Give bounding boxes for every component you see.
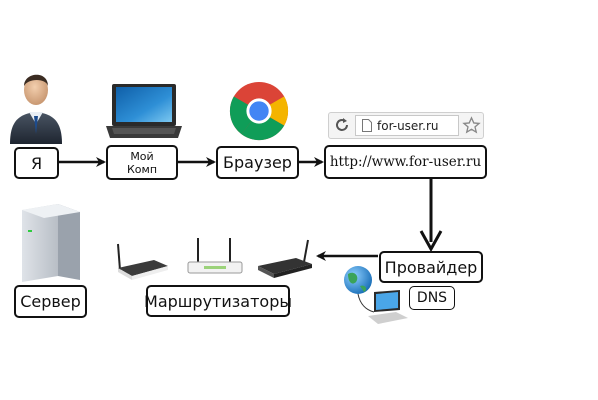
dns-label: DNS <box>416 290 448 306</box>
dns-box: DNS <box>409 286 455 310</box>
router-2-icon <box>187 238 243 274</box>
globe-laptop-icon <box>344 266 408 324</box>
routers-label: Маршрутизаторы <box>144 291 292 311</box>
url-box: http://www.for-user.ru <box>324 145 487 179</box>
server-box: Сервер <box>14 285 87 318</box>
page-icon <box>362 119 372 132</box>
provider-box: Провайдер <box>379 251 483 283</box>
reload-icon[interactable] <box>333 116 351 134</box>
laptop-icon <box>106 84 182 138</box>
provider-label: Провайдер <box>384 257 478 277</box>
chrome-browser-icon <box>229 81 289 141</box>
server-label: Сервер <box>20 292 81 311</box>
me-box: Я <box>14 147 59 179</box>
address-input[interactable]: for-user.ru <box>355 115 459 136</box>
user-person-icon <box>10 74 62 144</box>
browser-label: Браузер <box>223 153 292 172</box>
my-pc-box: Мой Комп <box>106 145 178 180</box>
router-3-icon <box>258 239 312 278</box>
bookmark-star-icon[interactable] <box>462 116 481 135</box>
browser-address-bar: for-user.ru <box>328 112 484 139</box>
server-icon <box>22 204 80 282</box>
my-pc-label-line1: Мой <box>130 149 154 163</box>
my-pc-label-line2: Комп <box>126 162 158 176</box>
routers-box: Маршрутизаторы <box>144 285 292 317</box>
address-text: for-user.ru <box>377 118 439 133</box>
browser-box: Браузер <box>216 146 299 179</box>
url-label: http://www.for-user.ru <box>329 154 482 170</box>
arrow-url-to-provider-head <box>419 230 443 253</box>
router-1-icon <box>117 243 168 280</box>
me-label: Я <box>30 153 43 173</box>
